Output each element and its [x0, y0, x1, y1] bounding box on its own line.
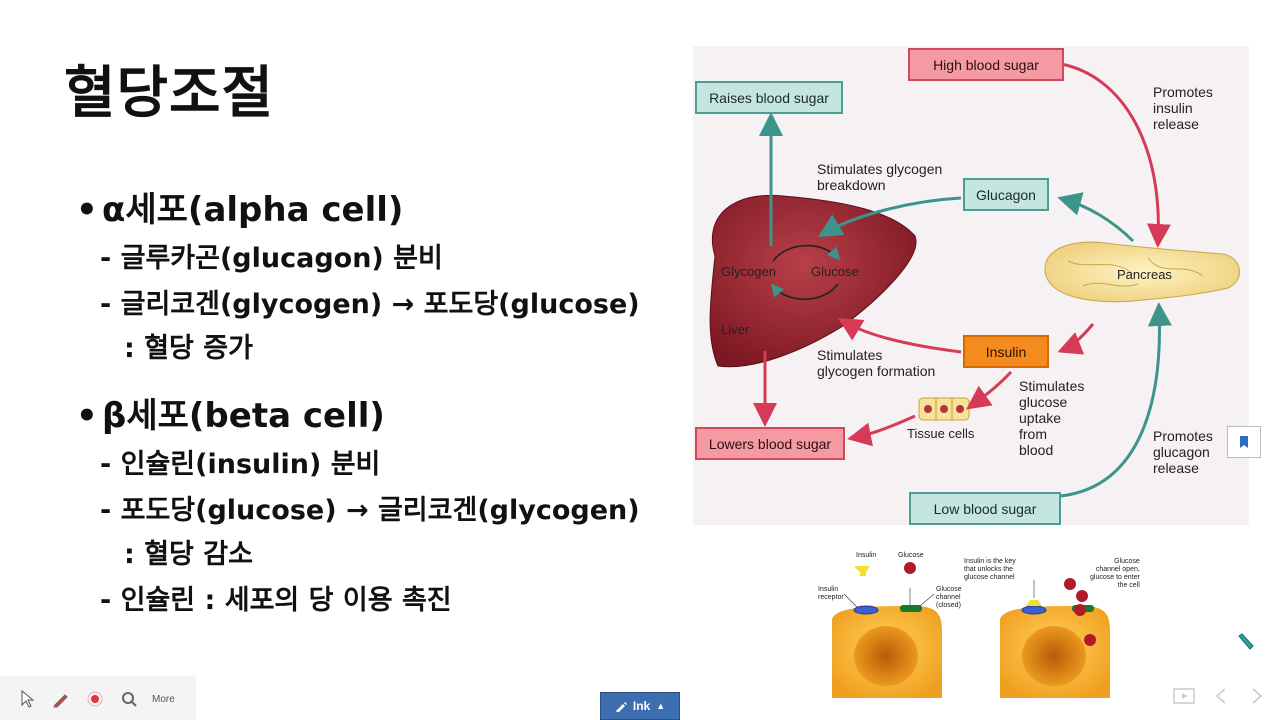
beta-item-secretion: - 인슐린(insulin) 분비 — [100, 449, 381, 480]
slide-title: 혈당조절 — [64, 61, 275, 126]
previous-slide-button[interactable] — [1212, 686, 1232, 710]
label-tissue-cells: Tissue cells — [907, 426, 975, 441]
label-stimulates-formation: Stimulates glycogen formation — [817, 347, 936, 379]
label-stimulates-uptake: Stimulates glucose uptake from blood — [1019, 378, 1085, 458]
next-slide-button[interactable] — [1246, 686, 1266, 710]
bullet-alpha-head: α세포(alpha cell) — [102, 190, 404, 230]
ink-button[interactable]: Ink ▲ — [600, 692, 680, 720]
ink-button-label: Ink — [632, 699, 651, 713]
bookmark-button[interactable] — [1227, 426, 1261, 458]
bullet-beta-cell: •β세포(beta cell) — [76, 388, 385, 437]
label-glycogen: Glycogen — [721, 264, 776, 279]
label-liver: Liver — [721, 322, 750, 337]
alpha-item-secretion: - 글루카곤(glucagon) 분비 — [100, 243, 443, 274]
cells-key-label: Insulin is the key that unlocks the gluc… — [964, 558, 1016, 581]
nucleus-left — [854, 626, 918, 686]
label-glucose: Glucose — [811, 264, 859, 279]
pancreas-shape — [1044, 241, 1240, 303]
alpha-item-conversion: - 글리코겐(glycogen) → 포도당(glucose) — [100, 289, 640, 320]
glucagon-box: Glucagon — [963, 178, 1049, 211]
insulin-box: Insulin — [963, 335, 1049, 368]
cells-graphic — [832, 562, 1110, 698]
more-button[interactable]: More — [152, 694, 175, 705]
glucose-4 — [1084, 634, 1096, 646]
magnifier-icon — [122, 692, 137, 707]
label-promotes-insulin: Promotes insulin release — [1153, 84, 1213, 132]
beta-item-conversion: - 포도당(glucose) → 글리코겐(glycogen) — [100, 495, 640, 526]
label-promotes-glucagon: Promotes glucagon release — [1153, 428, 1213, 476]
slide-view-button[interactable] — [1172, 686, 1196, 710]
chevron-up-icon: ▲ — [656, 701, 666, 711]
pen-tool-button[interactable] — [48, 686, 74, 712]
receptor-left — [853, 605, 879, 615]
blood-sugar-diagram: High blood sugar Raises blood sugar Gluc… — [693, 46, 1249, 525]
label-pancreas: Pancreas — [1117, 267, 1172, 282]
cells-glucose-label: Glucose — [898, 552, 924, 559]
cells-insulin-label: Insulin — [856, 552, 877, 559]
beta-item-extra: - 인슐린 : 세포의 당 이용 촉진 — [100, 585, 452, 616]
bullet-alpha-cell: •α세포(alpha cell) — [76, 182, 403, 231]
raises-blood-sugar-box: Raises blood sugar — [695, 81, 843, 114]
chevron-right-icon — [1252, 688, 1263, 704]
slideshow-icon — [1173, 688, 1195, 704]
glucose-1 — [1064, 578, 1076, 590]
laser-pointer-icon — [87, 691, 103, 707]
bullet-beta-head: β세포(beta cell) — [102, 396, 385, 436]
glucose-2 — [1076, 590, 1088, 602]
channel-left — [900, 605, 922, 612]
chevron-left-icon — [1215, 688, 1226, 704]
bullet-dot: • — [76, 396, 98, 436]
high-blood-sugar-box: High blood sugar — [908, 48, 1064, 81]
pointer-icon — [21, 690, 35, 708]
cells-channel-open-label: Glucose channel open, glucose to enter t… — [1090, 558, 1140, 589]
diagram-arrows — [709, 62, 1240, 498]
cells-channel-closed-label: Glucose channel (closed) — [936, 586, 962, 609]
alpha-note: : 혈당 증가 — [124, 333, 253, 364]
highlighter-tool[interactable] — [1236, 632, 1256, 656]
insulin-cell-illustration: Insulin Glucose Insulin receptor Glucose… — [814, 548, 1144, 708]
laser-tool-button[interactable] — [82, 686, 108, 712]
ink-pen-icon — [615, 702, 627, 712]
nucleus-right — [1022, 626, 1086, 686]
presenter-toolbar — [0, 676, 196, 720]
tissue-cells-shape — [918, 397, 970, 421]
highlighter-icon — [1238, 633, 1254, 650]
beta-note: : 혈당 감소 — [124, 539, 253, 570]
lowers-blood-sugar-box: Lowers blood sugar — [695, 427, 845, 460]
bullet-dot: • — [76, 190, 98, 230]
glucose-3 — [1074, 604, 1086, 616]
liver-shape — [709, 194, 917, 368]
cells-receptor-label: Insulin receptor — [818, 586, 844, 601]
pointer-tool-button[interactable] — [14, 686, 40, 712]
insulin-molecule — [854, 566, 870, 576]
bookmark-icon — [1240, 436, 1248, 448]
pen-icon — [53, 694, 68, 708]
receptor-right — [1021, 605, 1047, 615]
insulin-bound — [1026, 600, 1042, 606]
glucose-molecule — [904, 562, 916, 574]
low-blood-sugar-box: Low blood sugar — [909, 492, 1061, 525]
label-stimulates-breakdown: Stimulates glycogen breakdown — [817, 161, 943, 193]
zoom-tool-button[interactable] — [116, 686, 142, 712]
